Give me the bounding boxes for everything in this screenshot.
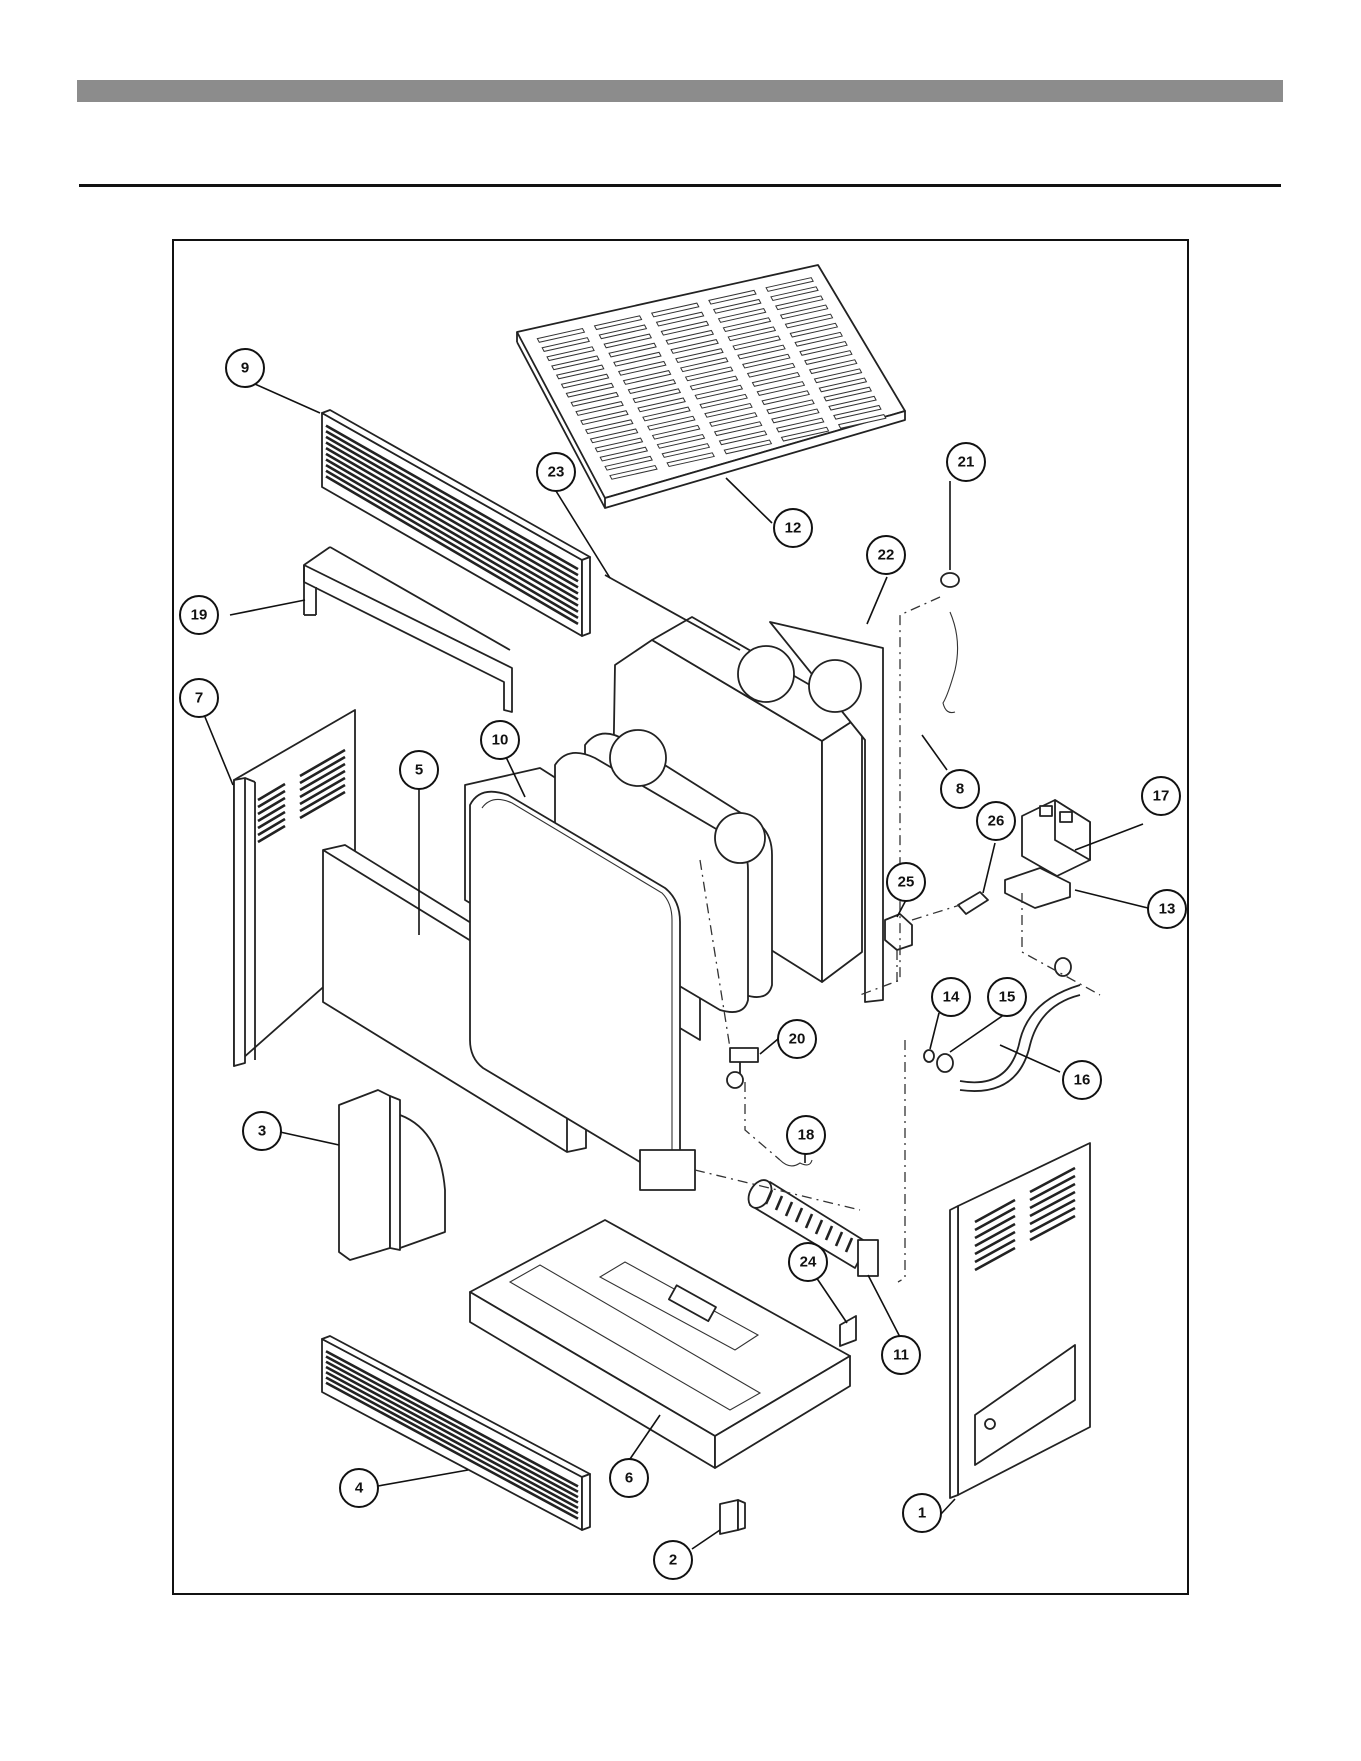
part-thermocouple [780, 1160, 812, 1166]
callout-7: 7 [180, 679, 218, 717]
callout-18: 18 [787, 1116, 825, 1154]
callout-3: 3 [243, 1112, 281, 1150]
svg-text:12: 12 [785, 520, 802, 537]
svg-text:17: 17 [1153, 788, 1170, 805]
callout-6: 6 [610, 1459, 648, 1497]
svg-text:20: 20 [789, 1031, 806, 1048]
svg-text:7: 7 [195, 690, 203, 707]
part-flue-box [339, 1090, 445, 1260]
part-pilot-bracket [885, 914, 912, 950]
part-control-knob [720, 1500, 745, 1534]
callout-19: 19 [180, 596, 218, 634]
svg-text:25: 25 [898, 874, 915, 891]
svg-text:14: 14 [943, 989, 960, 1006]
svg-text:16: 16 [1074, 1072, 1091, 1089]
louver-line [326, 1351, 578, 1486]
callout-16: 16 [1063, 1061, 1101, 1099]
callout-14: 14 [932, 978, 970, 1016]
callout-10: 10 [481, 721, 519, 759]
svg-text:2: 2 [669, 1552, 677, 1569]
part-pilot-assembly [727, 1048, 758, 1088]
svg-text:9: 9 [241, 360, 249, 377]
svg-text:26: 26 [988, 813, 1005, 830]
callout-23: 23 [537, 453, 575, 491]
part-limit-switch [941, 573, 959, 587]
callout-9: 9 [226, 349, 264, 387]
part-fitting-small [924, 1050, 934, 1062]
svg-text:21: 21 [958, 454, 975, 471]
callout-17: 17 [1142, 777, 1180, 815]
svg-text:11: 11 [893, 1347, 909, 1364]
part-fitting-valve [1055, 958, 1071, 976]
callout-25: 25 [887, 863, 925, 901]
svg-text:22: 22 [878, 547, 895, 564]
svg-text:15: 15 [999, 989, 1016, 1006]
svg-text:3: 3 [258, 1123, 266, 1140]
callout-11: 11 [882, 1336, 920, 1374]
callout-8: 8 [941, 770, 979, 808]
svg-text:18: 18 [798, 1127, 815, 1144]
callout-1: 1 [903, 1494, 941, 1532]
svg-text:8: 8 [956, 781, 964, 798]
callout-13: 13 [1148, 890, 1186, 928]
callout-21: 21 [947, 443, 985, 481]
callout-15: 15 [988, 978, 1026, 1016]
svg-text:19: 19 [191, 607, 208, 624]
svg-text:24: 24 [800, 1254, 817, 1271]
callout-2: 2 [654, 1541, 692, 1579]
callout-4: 4 [340, 1469, 378, 1507]
callout-20: 20 [778, 1020, 816, 1058]
callout-22: 22 [867, 536, 905, 574]
svg-text:4: 4 [355, 1480, 364, 1497]
part-thermocouple-fitting [958, 892, 988, 914]
part-right-side-panel [950, 1143, 1090, 1498]
callout-24: 24 [789, 1243, 827, 1281]
part-gas-valve [1005, 800, 1090, 908]
svg-text:6: 6 [625, 1470, 633, 1487]
part-fitting-elbow [937, 1054, 953, 1072]
part-burner-bracket [840, 1316, 856, 1346]
svg-text:1: 1 [918, 1505, 926, 1522]
svg-text:5: 5 [415, 762, 423, 779]
svg-text:10: 10 [492, 732, 509, 749]
part-wire-harness [943, 612, 958, 713]
callout-5: 5 [400, 751, 438, 789]
callout-26: 26 [977, 802, 1015, 840]
svg-text:13: 13 [1159, 901, 1176, 918]
callout-12: 12 [774, 509, 812, 547]
svg-text:23: 23 [548, 464, 565, 481]
